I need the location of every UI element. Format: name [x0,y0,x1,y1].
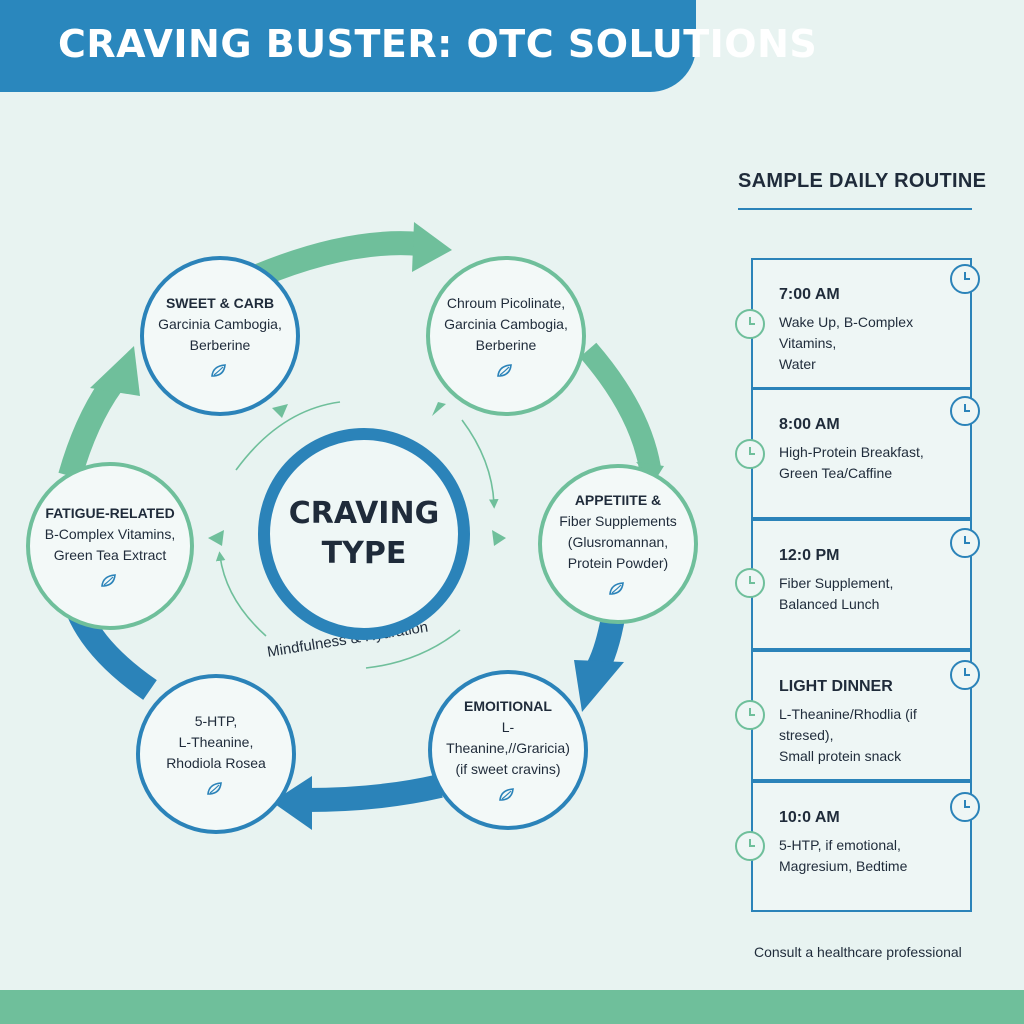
routine-title: SAMPLE DAILY ROUTINE [738,170,987,192]
inner-arc-top [235,401,341,471]
node-sweet-carb: SWEET & CARB Garcinia Cambogia, Berberin… [140,256,300,416]
node-line: Green Tea Extract [53,546,167,563]
routine-entry: 12:0 PM Fiber Supplement, Balanced Lunch [751,519,972,650]
node-line: (Glusromannan, [567,534,669,550]
inner-head-4 [492,530,506,546]
routine-underline [738,208,972,210]
arrow-right-upper [579,342,661,471]
node-appetite: APPETIITE & Fiber Supplements (Glusroman… [538,464,698,624]
clock-icon [950,264,980,294]
center-line-1: CRAVING [288,496,440,531]
center-line-2: TYPE [321,536,407,571]
header-banner: CRAVING BUSTER: OTC SOLUTIONS [0,0,817,92]
leaf-icon [207,781,222,795]
node-line: Berberine [475,336,537,353]
entry-desc: 5-HTP, if emotional, Magresium, Bedtime [779,835,969,877]
leaf-icon [101,573,116,587]
leaf-icon [499,788,514,801]
arrow-left-upper [58,376,122,480]
node-5htp: 5-HTP, L-Theanine, Rhodiola Rosea [136,674,296,834]
clock-icon [950,396,980,426]
entry-desc-line: Fiber Supplement, [779,575,894,591]
entry-desc: Fiber Supplement, Balanced Lunch [779,573,969,615]
routine-entry: LIGHT DINNER L-Theanine/Rhodlia (if stre… [751,650,972,781]
routine-entry: 8:00 AM High-Protein Breakfast, Green Te… [751,388,972,519]
node-line: Protein Powder) [567,555,669,571]
leaf-icon [211,363,226,377]
node-title: APPETIITE & [574,492,662,508]
clock-icon [735,831,765,861]
node-title: SWEET & CARB [165,294,275,311]
arrow-right-lower-head [574,660,624,712]
leaf-icon [609,582,624,595]
node-line: Fiber Supplements [559,513,677,529]
inner-head-1 [272,404,288,418]
arrow-bottom [305,774,443,812]
node-line: 5-HTP, [194,712,238,729]
clock-icon [735,439,765,469]
leaf-icon [497,363,512,377]
entry-time: 12:0 PM [779,547,840,564]
entry-desc-line: Green Tea/Caffine [779,465,893,481]
arrow-left-upper-head [90,346,140,396]
clock-icon [950,528,980,558]
routine-entry: 7:00 AM Wake Up, B-Complex Vitamins, Wat… [751,258,972,389]
entry-desc-line: High-Protein Breakfast, [779,444,924,460]
entry-desc-line: Balanced Lunch [779,596,880,612]
clock-icon [735,700,765,730]
node-line: Garcinia Cambogia, [444,315,568,332]
clock-icon [950,660,980,690]
routine-entry: 10:0 AM 5-HTP, if emotional, Magresium, … [751,781,972,912]
arrow-bottom-head [272,776,312,830]
center-circle: CRAVING TYPE [258,428,470,640]
clock-icon [735,568,765,598]
inner-head-3 [208,530,224,546]
node-title: FATIGUE-RELATED [45,504,175,521]
entry-desc-line: Magresium, Bedtime [779,858,908,874]
disclaimer: Consult a healthcare professional [754,944,962,960]
clock-icon [950,792,980,822]
inner-arc-left [215,551,267,637]
node-title: EMOITIONAL [464,698,552,714]
node-emotional: EMOITIONAL L-Theanine,//Graricia) (if sw… [428,670,588,830]
inner-arc-right [461,419,499,509]
entry-desc-line: Wake Up, B-Complex Vitamins, [779,314,914,351]
entry-desc: High-Protein Breakfast, Green Tea/Caffin… [779,442,969,484]
node-line: B-Complex Vitamins, [44,525,176,542]
arrow-top [253,231,422,288]
footer-bar [0,990,1024,1024]
entry-desc-line: Small protein snack [779,748,902,764]
node-line: (if sweet cravins) [455,761,561,777]
inner-head-2 [432,402,446,416]
entry-desc-line: 5-HTP, if emotional, [779,837,901,853]
entry-time: 7:00 AM [779,286,840,303]
node-line: L-Theanine,//Graricia) [446,719,570,756]
node-chromium: Chroum Picolinate, Garcinia Cambogia, Be… [426,256,586,416]
node-line: L-Theanine, [178,733,254,750]
arrow-top-head [412,222,452,272]
node-line: Garcinia Cambogia, [158,315,282,332]
node-line: Chroum Picolinate, [446,294,566,311]
page-title: CRAVING BUSTER: OTC SOLUTIONS [58,22,818,66]
clock-icon [735,309,765,339]
entry-desc-line: L-Theanine/Rhodlia (if stresed), [779,706,917,743]
inner-arc-bottom [365,629,461,669]
entry-desc: Wake Up, B-Complex Vitamins, Water [779,312,969,375]
node-fatigue: FATIGUE-RELATED B-Complex Vitamins, Gree… [26,462,194,630]
entry-desc-line: Water [779,356,816,372]
node-line: Rhodiola Rosea [166,754,266,771]
entry-time: 10:0 AM [779,809,840,826]
node-line: Berberine [189,336,251,353]
entry-time: 8:00 AM [779,416,840,433]
entry-desc: L-Theanine/Rhodlia (if stresed), Small p… [779,704,969,767]
entry-time: LIGHT DINNER [779,678,893,695]
